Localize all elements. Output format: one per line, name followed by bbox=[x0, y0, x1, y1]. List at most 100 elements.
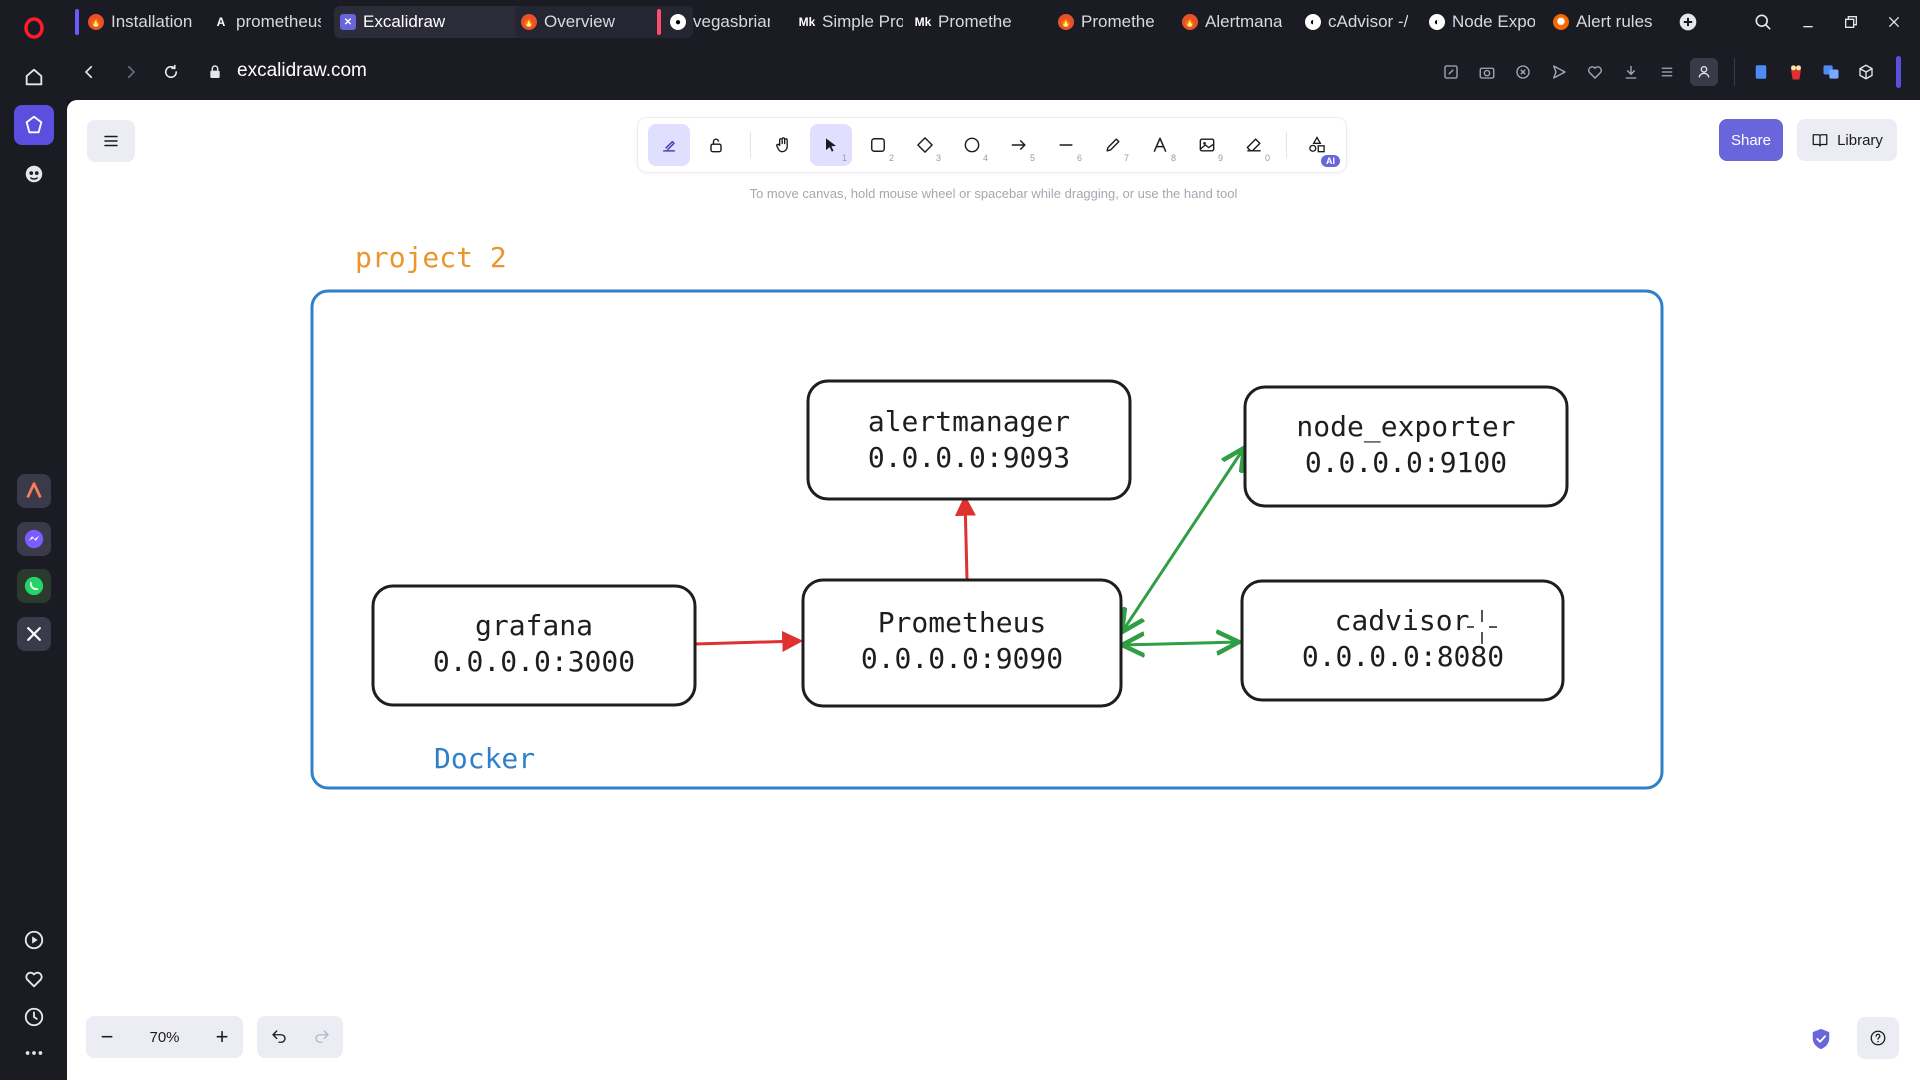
node-grafana[interactable]: grafana 0.0.0.0:3000 bbox=[371, 584, 697, 707]
node-alertmanager[interactable]: alertmanager 0.0.0.0:9093 bbox=[806, 379, 1132, 501]
send-icon[interactable] bbox=[1547, 60, 1571, 84]
line-icon bbox=[1059, 144, 1073, 146]
library-label: Library bbox=[1837, 131, 1883, 149]
node-node-exporter[interactable]: node_exporter 0.0.0.0:9100 bbox=[1243, 385, 1569, 508]
tab-title: Node Expo bbox=[1452, 12, 1535, 31]
toolbar-divider bbox=[1286, 132, 1287, 158]
tab-node-exporter[interactable]: ◐ Node Expo bbox=[1423, 6, 1541, 38]
pinboard-icon[interactable] bbox=[14, 105, 54, 145]
extensions-cube-icon[interactable] bbox=[1854, 60, 1878, 84]
messenger-icon[interactable] bbox=[17, 522, 51, 556]
zoom-out-button[interactable]: − bbox=[100, 1024, 114, 1049]
camera-icon[interactable] bbox=[1475, 60, 1499, 84]
undo-button[interactable] bbox=[257, 1016, 300, 1058]
drawing-canvas[interactable]: project 2 Docker alertmanager 0.0.0.0:90… bbox=[67, 100, 1920, 1080]
line-tool-button[interactable]: 6 bbox=[1045, 124, 1087, 166]
tab-github[interactable]: ● vegasbrian bbox=[664, 6, 776, 38]
tab-promethe[interactable]: 🔥 Promethe bbox=[1052, 6, 1162, 38]
rectangle-tool-button[interactable]: 2 bbox=[857, 124, 899, 166]
eraser-tool-button[interactable]: 0 bbox=[1233, 124, 1275, 166]
text-tool-button[interactable]: 8 bbox=[1139, 124, 1181, 166]
lock-tool-button[interactable] bbox=[695, 124, 737, 166]
shapes-icon bbox=[1309, 136, 1325, 153]
tab-installation[interactable]: 🔥 Installation bbox=[82, 6, 204, 38]
tab-alertmanager[interactable]: 🔥 Alertmana bbox=[1176, 6, 1290, 38]
profile-icon[interactable] bbox=[1690, 58, 1718, 86]
history-icon[interactable] bbox=[14, 997, 54, 1037]
player-icon[interactable] bbox=[14, 920, 54, 960]
draw-tool-button[interactable]: 7 bbox=[1092, 124, 1134, 166]
more-icon[interactable] bbox=[14, 1033, 54, 1073]
tab-simple-pro[interactable]: Mk Simple Pro bbox=[793, 6, 909, 38]
image-tool-button[interactable]: 9 bbox=[1186, 124, 1228, 166]
tab-title: prometheus bbox=[236, 12, 321, 31]
docker-container-frame[interactable] bbox=[310, 289, 1664, 790]
help-button[interactable] bbox=[1857, 1017, 1899, 1059]
tab-overview[interactable]: 🔥 Overview bbox=[515, 6, 693, 38]
arrow-grafana-to-prometheus[interactable] bbox=[694, 630, 804, 652]
back-arrow-icon[interactable] bbox=[77, 60, 101, 84]
adblock-icon[interactable] bbox=[1511, 60, 1535, 84]
forward-arrow-icon[interactable] bbox=[119, 60, 143, 84]
prometheus-icon: 🔥 bbox=[1182, 14, 1198, 30]
tab-cadvisor[interactable]: ◐ cAdvisor -/ bbox=[1299, 6, 1419, 38]
minimize-icon[interactable] bbox=[1796, 10, 1820, 34]
aria-app-icon[interactable] bbox=[17, 474, 51, 508]
download-icon[interactable] bbox=[1619, 60, 1643, 84]
search-tabs-icon[interactable] bbox=[1751, 10, 1775, 34]
sidebar-toggle-strip[interactable] bbox=[1896, 56, 1901, 88]
arrow-prometheus-cadvisor[interactable] bbox=[1122, 642, 1239, 645]
diamond-tool-button[interactable]: 3 bbox=[904, 124, 946, 166]
tab-title: Simple Pro bbox=[822, 12, 903, 31]
arrow-prometheus-node-exporter[interactable] bbox=[1122, 448, 1244, 632]
extension-popcorn-icon[interactable] bbox=[1784, 60, 1808, 84]
container-label[interactable]: Docker bbox=[434, 742, 535, 775]
extra-tools-button[interactable]: AI bbox=[1296, 124, 1340, 167]
main-menu-button[interactable] bbox=[87, 120, 135, 162]
new-tab-plus-icon[interactable] bbox=[1676, 10, 1700, 34]
excalidraw-icon: ✕ bbox=[340, 14, 356, 30]
home-icon[interactable] bbox=[14, 57, 54, 97]
tab-title: Promethe bbox=[1081, 12, 1155, 31]
history-controls bbox=[257, 1016, 343, 1058]
edit-page-icon[interactable] bbox=[1439, 60, 1463, 84]
lock-icon[interactable] bbox=[203, 60, 227, 84]
restore-icon[interactable] bbox=[1839, 10, 1863, 34]
close-window-icon[interactable] bbox=[1882, 10, 1906, 34]
url-field[interactable]: excalidraw.com bbox=[237, 60, 367, 81]
x-twitter-icon[interactable] bbox=[17, 617, 51, 651]
ai-badge: AI bbox=[1321, 155, 1340, 167]
reload-icon[interactable] bbox=[159, 60, 183, 84]
selection-tool-button[interactable]: 1 bbox=[810, 124, 852, 166]
tool-shortcut: 4 bbox=[982, 153, 988, 163]
zoom-level[interactable]: 70% bbox=[149, 1028, 180, 1046]
tab-title: Alert rules bbox=[1576, 12, 1653, 31]
node-cadvisor[interactable]: cadvisor 0.0.0.0:8080 bbox=[1240, 579, 1565, 702]
extension-translate-icon[interactable] bbox=[1819, 60, 1843, 84]
node-prometheus[interactable]: Prometheus 0.0.0.0:9090 bbox=[801, 578, 1123, 708]
library-button[interactable]: Library bbox=[1797, 119, 1897, 161]
ellipse-icon bbox=[964, 137, 980, 153]
prometheus-icon: 🔥 bbox=[88, 14, 104, 30]
share-button[interactable]: Share bbox=[1719, 119, 1783, 161]
tab-promethe-medium[interactable]: Mk Promethe bbox=[909, 6, 1021, 38]
diagram-title[interactable]: project 2 bbox=[355, 241, 507, 274]
tab-prometheus[interactable]: A prometheus bbox=[207, 6, 327, 38]
ellipse-tool-button[interactable]: 4 bbox=[951, 124, 993, 166]
opera-logo-icon[interactable] bbox=[14, 8, 54, 48]
zoom-in-button[interactable]: + bbox=[215, 1024, 229, 1049]
extension-doc-icon[interactable] bbox=[1749, 60, 1773, 84]
easy-setup-icon[interactable] bbox=[1655, 60, 1679, 84]
redo-button[interactable] bbox=[300, 1016, 343, 1058]
tab-alert-rules[interactable]: ✺ Alert rules bbox=[1547, 6, 1671, 38]
encryption-shield-icon[interactable] bbox=[1808, 1026, 1834, 1052]
bookmark-heart-icon[interactable] bbox=[1583, 60, 1607, 84]
pen-mode-button[interactable] bbox=[648, 124, 690, 166]
whatsapp-icon[interactable] bbox=[17, 569, 51, 603]
tool-shortcut: 6 bbox=[1076, 153, 1082, 163]
aria-ai-icon[interactable] bbox=[14, 154, 54, 194]
hand-tool-button[interactable] bbox=[762, 124, 804, 166]
arrow-tool-button[interactable]: 5 bbox=[998, 124, 1040, 166]
arrow-prometheus-to-alertmanager[interactable] bbox=[954, 494, 976, 580]
heart-icon[interactable] bbox=[14, 959, 54, 999]
